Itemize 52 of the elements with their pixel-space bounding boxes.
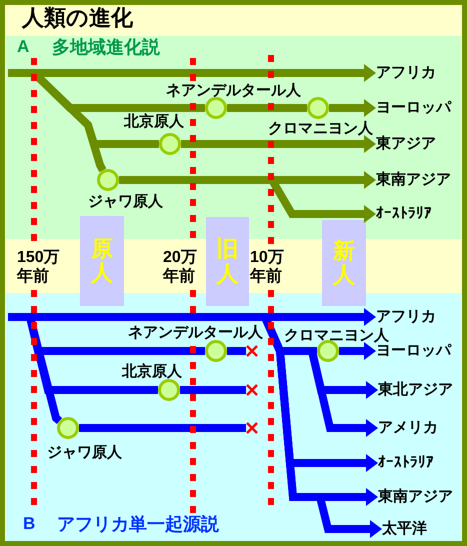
region-label: 東南アジア xyxy=(376,171,451,189)
circle-marker-icon xyxy=(205,340,227,362)
species-label: ネアンデルタール人 xyxy=(128,324,263,342)
region-label: アフリカ xyxy=(376,308,436,326)
species-label: 北京原人 xyxy=(122,363,182,381)
region-label: ｵｰｽﾄﾗﾘｱ xyxy=(378,454,434,472)
circle-marker-icon xyxy=(317,340,339,362)
era-label: 旧人 xyxy=(216,237,238,286)
region-label: ヨーロッパ xyxy=(376,342,451,360)
branch-line xyxy=(227,104,307,112)
branch-arrow xyxy=(339,342,376,360)
panel-heading: 多地域進化説 xyxy=(52,36,160,58)
species-label: ジャワ原人 xyxy=(88,193,163,211)
region-label: アフリカ xyxy=(376,64,436,82)
region-label: ｵｰｽﾄﾗﾘｱ xyxy=(376,205,432,223)
time-label: 20万年前 xyxy=(163,248,198,286)
species-label: クロマニヨン人 xyxy=(268,120,373,138)
x-mark-icon xyxy=(246,345,258,357)
circle-marker-icon xyxy=(57,417,79,439)
x-mark-icon xyxy=(246,422,258,434)
era-label: 新人 xyxy=(333,238,355,288)
circle-marker-icon xyxy=(159,133,181,155)
panel-letter: A xyxy=(17,37,30,57)
diagram-title: 人類の進化 xyxy=(22,4,133,32)
region-label: アメリカ xyxy=(378,419,438,437)
branch-line xyxy=(227,347,246,355)
era-label: 原人 xyxy=(91,236,113,286)
x-mark-icon xyxy=(246,384,258,396)
region-label: ヨーロッパ xyxy=(376,99,451,117)
region-label: 東北アジア xyxy=(378,381,453,399)
region-label: 太平洋 xyxy=(382,520,427,538)
branch-line xyxy=(180,386,246,394)
branch-arrow xyxy=(181,135,376,153)
region-label: 東南アジア xyxy=(378,488,453,506)
region-label: 東アジア xyxy=(376,135,436,153)
time-label: 150万年前 xyxy=(17,248,61,286)
circle-marker-icon xyxy=(97,169,119,191)
panel-heading: アフリカ単一起源説 xyxy=(57,513,219,535)
branch-arrow xyxy=(329,99,376,117)
species-label: ネアンデルタール人 xyxy=(166,82,301,100)
era-box xyxy=(206,217,249,306)
circle-marker-icon xyxy=(205,97,227,119)
species-label: クロマニヨン人 xyxy=(284,327,389,345)
branch-line xyxy=(79,424,246,432)
time-label: 10万年前 xyxy=(250,248,285,286)
species-label: ジャワ原人 xyxy=(47,444,122,462)
era-box xyxy=(322,220,366,306)
era-box xyxy=(80,216,124,306)
species-label: 北京原人 xyxy=(124,113,184,131)
circle-marker-icon xyxy=(307,97,329,119)
panel-letter: B xyxy=(23,514,36,534)
circle-marker-icon xyxy=(158,379,180,401)
